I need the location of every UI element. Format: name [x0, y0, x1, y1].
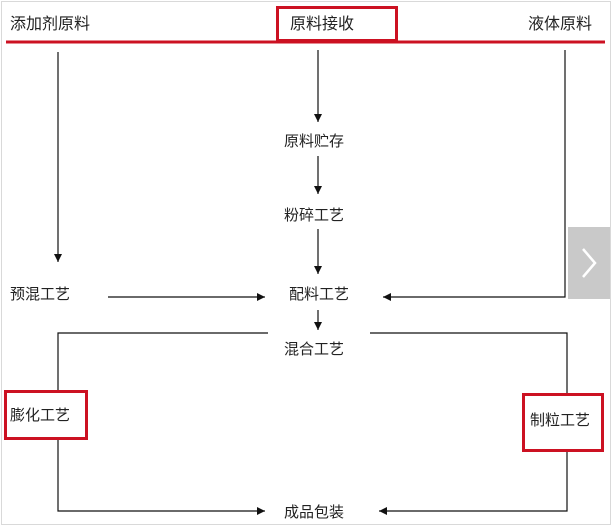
- arrow-extrude-to-pack: [57, 440, 265, 515]
- arrow-liquid-to-batching: [383, 50, 566, 301]
- node-pellet: 制粒工艺: [530, 411, 591, 429]
- highlight-extrude: [4, 390, 88, 440]
- highlight-receive: [276, 6, 398, 42]
- node-storage: 原料贮存: [284, 132, 345, 150]
- next-button[interactable]: [568, 227, 610, 299]
- node-pack: 成品包装: [284, 503, 345, 521]
- node-receive: 原料接收: [290, 14, 355, 33]
- node-additive: 添加剂原料: [10, 14, 91, 33]
- node-crush: 粉碎工艺: [284, 206, 345, 224]
- line-mixing-to-extrude: [57, 332, 268, 390]
- highlight-pellet: [522, 393, 604, 452]
- node-batching: 配料工艺: [289, 285, 350, 303]
- line-mixing-to-pellet: [370, 332, 568, 393]
- node-premix: 预混工艺: [10, 285, 71, 303]
- node-extrude: 膨化工艺: [10, 406, 71, 424]
- node-liquid: 液体原料: [528, 14, 593, 33]
- chevron-right-icon: [582, 248, 597, 278]
- node-mixing: 混合工艺: [284, 340, 345, 358]
- arrow-pellet-to-pack: [379, 452, 568, 515]
